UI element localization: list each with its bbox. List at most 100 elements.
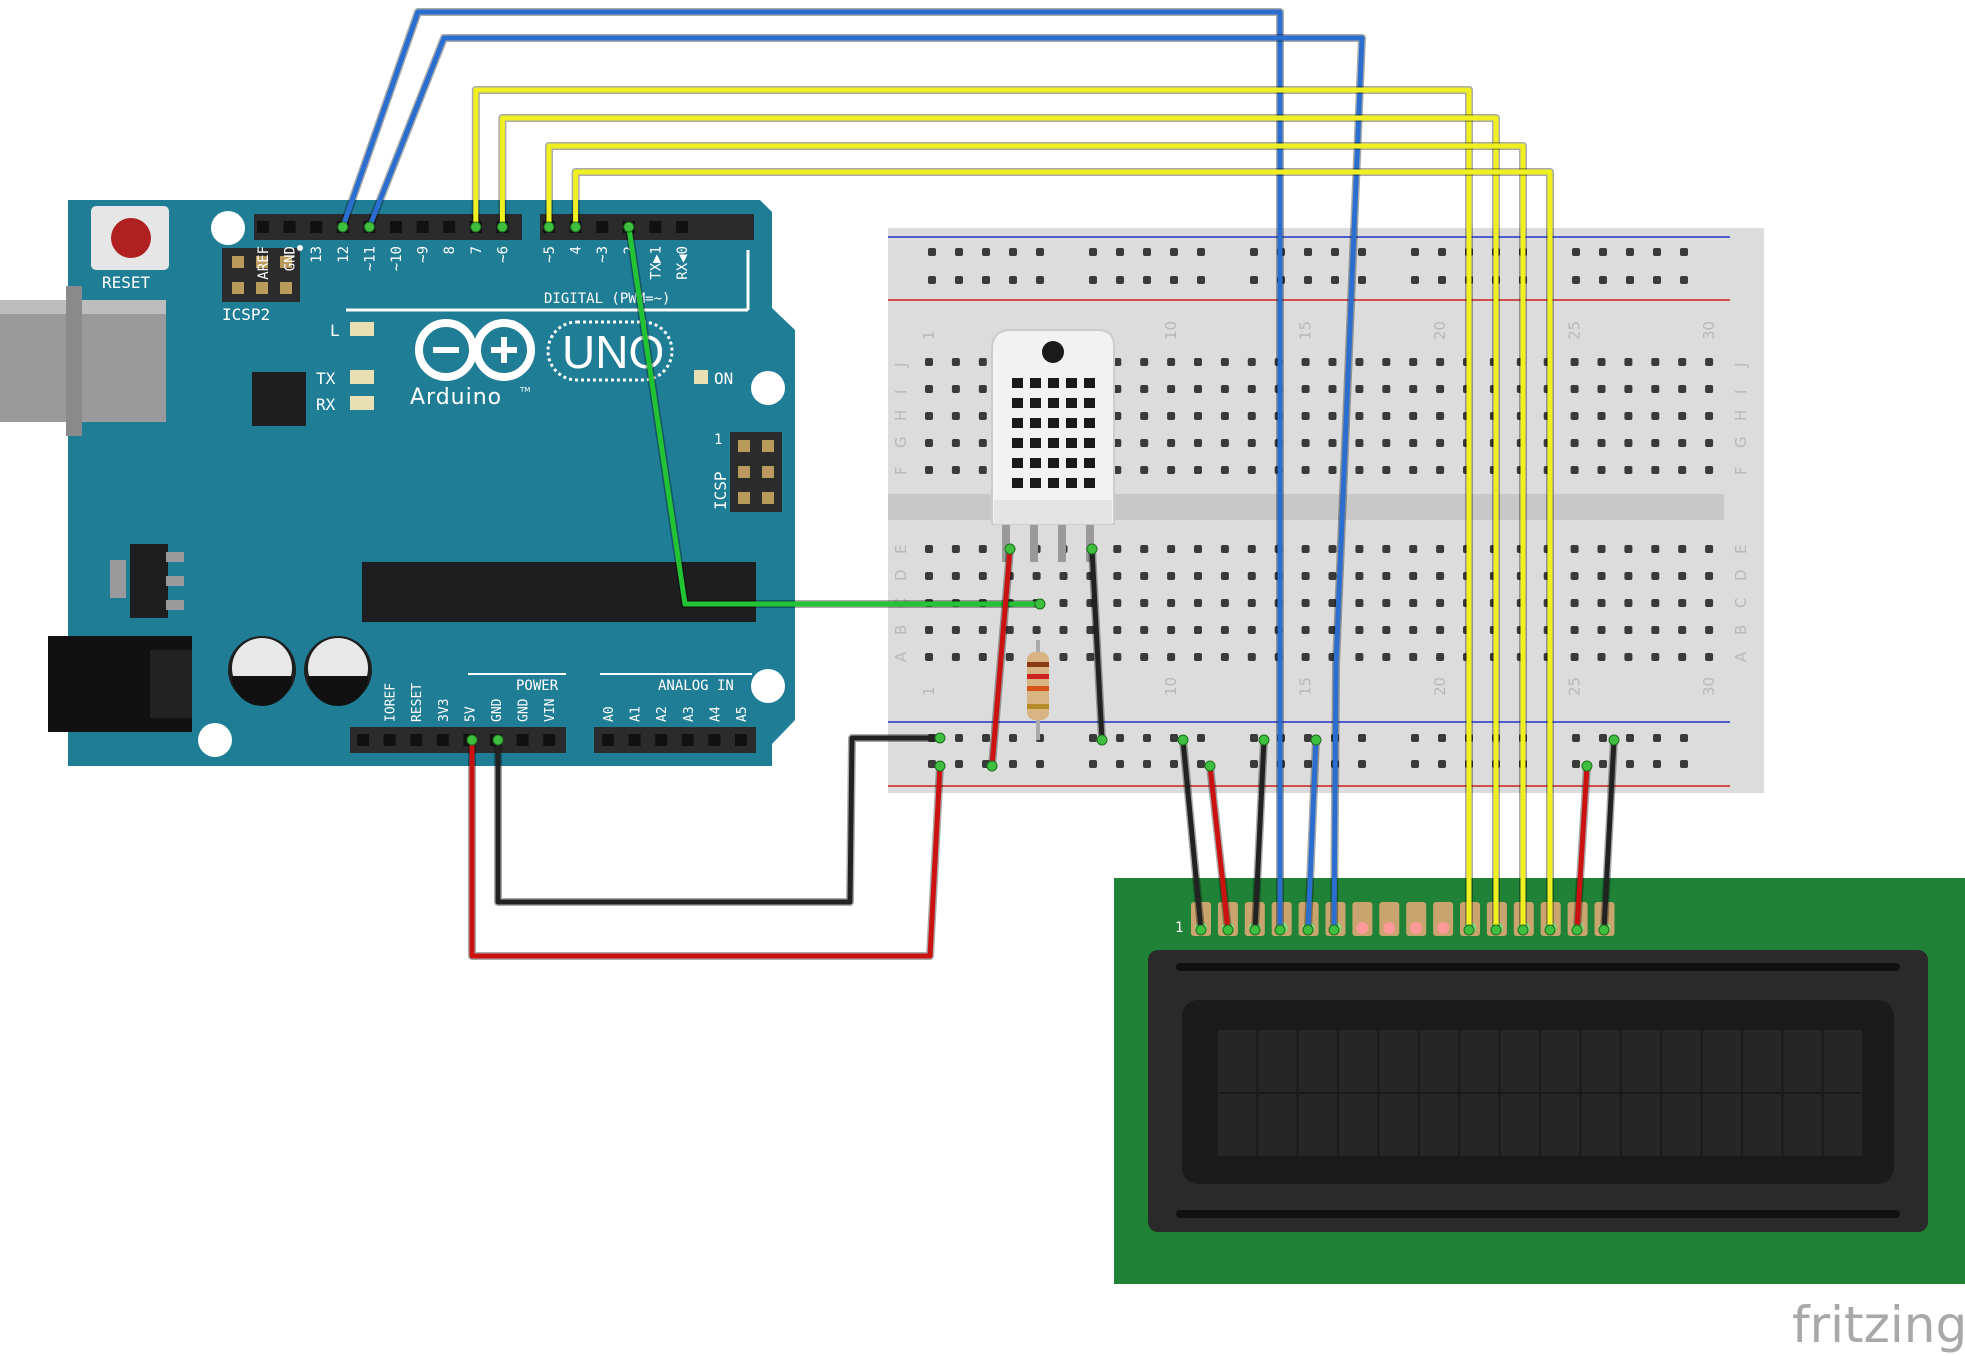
digital-pin (390, 221, 402, 233)
column-number: 25 (1566, 677, 1584, 696)
breadboard-hole (951, 572, 960, 580)
breadboard-hole (1005, 626, 1014, 634)
analog-pin (681, 734, 694, 746)
breadboard-hole (1194, 385, 1202, 393)
lcd-cell (1783, 1030, 1822, 1092)
rail-hole (1250, 276, 1258, 284)
breadboard-hole (1597, 572, 1606, 580)
breadboard-hole (1624, 653, 1633, 661)
breadboard-hole (1570, 412, 1579, 420)
dht-vent (1012, 478, 1023, 488)
breadboard-hole (978, 358, 987, 366)
row-letter: I (1732, 390, 1750, 394)
icsp-pin (738, 466, 750, 478)
breadboard-hole (1705, 599, 1714, 607)
lcd-cell (1743, 1030, 1782, 1092)
lcd-cell (1460, 1030, 1499, 1092)
wire-end (1490, 924, 1502, 936)
dht-vent (1084, 418, 1095, 428)
breadboard-hole (1140, 653, 1149, 661)
rail-hole (1572, 248, 1580, 256)
analog-header (594, 727, 756, 753)
wire-end (1034, 598, 1046, 610)
breadboard-hole (1301, 439, 1310, 447)
breadboard-hole (1301, 626, 1310, 634)
breadboard-hole (1140, 545, 1149, 553)
lcd-cell (1420, 1094, 1458, 1156)
breadboard-hole (1355, 466, 1364, 474)
rail-hole (1653, 734, 1661, 742)
row-letter: H (1732, 410, 1750, 421)
breadboard-hole (1624, 466, 1633, 474)
breadboard-hole (1328, 599, 1337, 607)
breadboard-hole (978, 545, 987, 553)
dht-vent (1048, 438, 1059, 448)
rail-hole (1411, 276, 1419, 284)
breadboard-hole (1382, 545, 1391, 553)
breadboard-hole (1436, 653, 1445, 661)
breadboard-hole (1651, 385, 1660, 393)
breadboard-hole (1113, 466, 1122, 474)
rail-hole (1599, 734, 1607, 742)
lcd-cell (1500, 1094, 1539, 1156)
dht-vent (1066, 398, 1077, 408)
capacitor (228, 636, 296, 706)
rail-hole (1089, 760, 1097, 768)
icsp-pin (762, 440, 774, 452)
breadboard-hole (1409, 572, 1418, 580)
breadboard-hole (1220, 412, 1229, 420)
mounting-hole (751, 371, 785, 405)
power-pin (410, 734, 423, 746)
breadboard-hole (1140, 599, 1149, 607)
breadboard-hole (1301, 412, 1310, 420)
rail-hole (1599, 276, 1607, 284)
row-letter: E (892, 545, 910, 554)
breadboard-hole (1301, 385, 1310, 393)
wire-end (543, 221, 555, 233)
breadboard-hole (1678, 545, 1687, 553)
rail-hole (1304, 276, 1312, 284)
lcd-cell (1420, 1030, 1458, 1092)
digital-pin-label: ~6 (495, 246, 511, 263)
dht-vent (1066, 478, 1077, 488)
wire-blue-d11 (366, 35, 1365, 933)
reset-button-cap[interactable] (111, 218, 151, 258)
arduino-logo: UNO Arduino TM (410, 319, 674, 410)
breadboard-hole (1301, 545, 1310, 553)
breadboard-hole (1705, 653, 1714, 661)
row-letter: G (892, 436, 910, 448)
digital-pin-label: ~5 (542, 246, 558, 263)
rail-hole (1116, 276, 1124, 284)
breadboard-hole (1355, 439, 1364, 447)
breadboard-hole (1328, 626, 1337, 634)
breadboard-hole (1570, 572, 1579, 580)
column-number: 10 (1162, 677, 1180, 696)
breadboard-hole (1436, 545, 1445, 553)
wire-end (1204, 760, 1216, 772)
dht-vent (1030, 458, 1041, 468)
wire-end (934, 760, 946, 772)
row-letter: A (1732, 651, 1750, 662)
breadboard-hole (1140, 466, 1149, 474)
breadboard-hole (925, 653, 933, 661)
breadboard-hole (951, 412, 960, 420)
digital-pin-label: ~9 (416, 246, 432, 263)
breadboard-hole (1113, 653, 1122, 661)
wire-yellow-d4 (573, 169, 1553, 933)
breadboard-hole (1409, 626, 1418, 634)
breadboard-hole (1705, 385, 1714, 393)
breadboard-hole (1167, 466, 1176, 474)
breadboard-hole (1113, 599, 1122, 607)
lcd-cell (1379, 1030, 1418, 1092)
rail-hole (1572, 276, 1580, 284)
rail-hole (1009, 760, 1017, 768)
breadboard-hole (1005, 653, 1014, 661)
breadboard-hole (1194, 466, 1202, 474)
breadboard-hole (1355, 412, 1364, 420)
digital-pin-label: ~3 (595, 246, 611, 263)
breadboard-hole (1651, 599, 1660, 607)
breadboard-hole (1705, 626, 1714, 634)
breadboard-hole (1328, 572, 1337, 580)
breadboard-hole (1382, 626, 1391, 634)
